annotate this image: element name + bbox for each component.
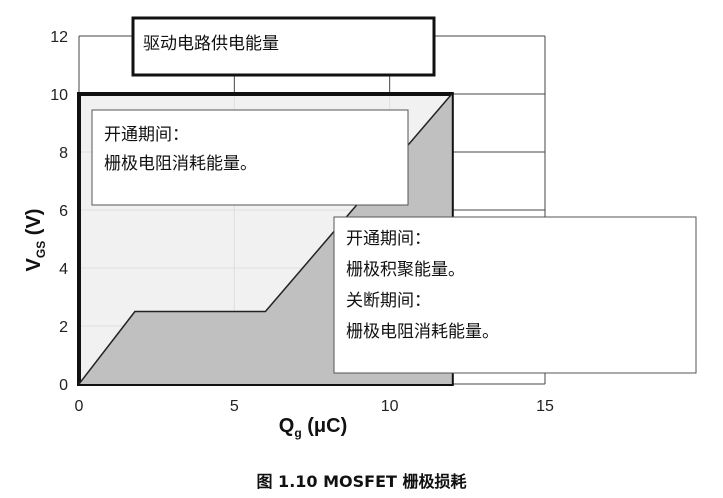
y-axis-title-main: V [23,257,45,271]
turn-on-gate-line-2: 栅极电阻消耗能量。 [104,154,257,174]
y-tick-10: 10 [50,87,68,104]
y-tick-6: 6 [59,203,68,220]
mosfet-loss-line-2: 栅极积聚能量。 [346,260,465,280]
y-axis-ticks: 0 2 4 6 8 10 12 [50,29,68,394]
drive-energy-box [131,16,436,77]
x-tick-15: 15 [536,398,554,415]
mosfet-loss-box [333,216,697,374]
x-axis-ticks: 0 5 10 15 [75,398,554,415]
x-tick-0: 0 [75,398,84,415]
gate-charge-chart: 0 2 4 6 8 10 12 0 5 10 15 VGS (V) Qg (μC) 驱动电路供电能… [23,16,697,440]
x-tick-10: 10 [381,398,399,415]
figure-caption: 图 1.10 MOSFET 栅极损耗 [256,472,467,491]
y-tick-0: 0 [59,377,68,394]
y-axis-title-sub: GS [34,241,48,258]
y-axis-title-unit: (V) [23,209,45,241]
drive-energy-label: 驱动电路供电能量 [143,34,279,54]
y-tick-12: 12 [50,29,68,46]
mosfet-loss-line-3: 关断期间： [346,291,431,311]
x-axis-title-unit: (μC) [302,415,348,437]
mosfet-loss-line-4: 栅极电阻消耗能量。 [346,322,499,342]
y-axis-title: VGS (V) [23,209,48,272]
y-tick-4: 4 [59,261,68,278]
x-axis-title-main: Q [279,415,295,437]
x-axis-title-sub: g [294,426,301,440]
turn-on-gate-line-1: 开通期间： [104,125,189,145]
y-tick-2: 2 [59,319,68,336]
y-tick-8: 8 [59,145,68,162]
x-axis-title: Qg (μC) [279,415,347,440]
x-tick-5: 5 [230,398,239,415]
mosfet-loss-line-1: 开通期间： [346,229,431,249]
turn-on-gate-box [91,109,409,206]
